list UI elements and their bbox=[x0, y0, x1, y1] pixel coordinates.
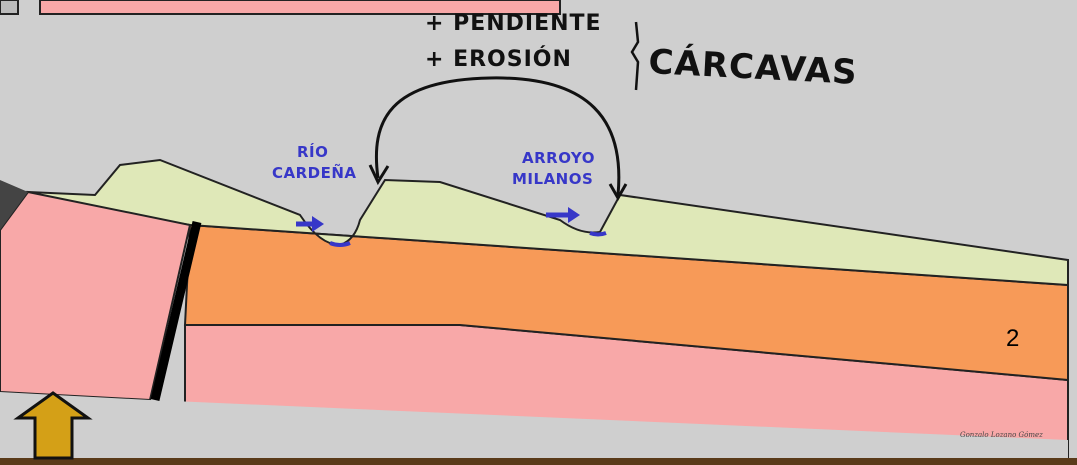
author-signature: Gonzalo Lozano Gómez bbox=[960, 431, 1043, 439]
right-arrow-icon bbox=[546, 207, 580, 223]
surface-layer bbox=[25, 158, 1069, 287]
fault-line bbox=[150, 220, 202, 402]
right-arrow-icon bbox=[296, 216, 324, 232]
header-box bbox=[0, 0, 19, 15]
bottom-border bbox=[0, 458, 1077, 465]
river-label-milanos-line1: ARROYO bbox=[522, 149, 595, 167]
river-label-milanos-line2: MILANOS bbox=[512, 170, 593, 188]
annotation-erosion: + EROSIÓN bbox=[425, 46, 572, 72]
up-arrow-icon bbox=[13, 391, 93, 460]
river-label-cardena-line1: RÍO bbox=[297, 142, 328, 161]
left-edge-sliver bbox=[0, 180, 28, 230]
lower-ground bbox=[0, 392, 1068, 465]
annotation-bracket bbox=[630, 21, 640, 91]
river-water-cardena bbox=[329, 241, 351, 247]
curved-double-arrow bbox=[368, 76, 628, 202]
header-bar bbox=[39, 0, 561, 15]
annotation-pendiente: + PENDIENTE bbox=[425, 11, 602, 36]
river-water-milanos bbox=[589, 231, 607, 237]
panel-number: 2 bbox=[1006, 325, 1019, 352]
river-label-cardena-line2: CARDEÑA bbox=[272, 163, 357, 182]
